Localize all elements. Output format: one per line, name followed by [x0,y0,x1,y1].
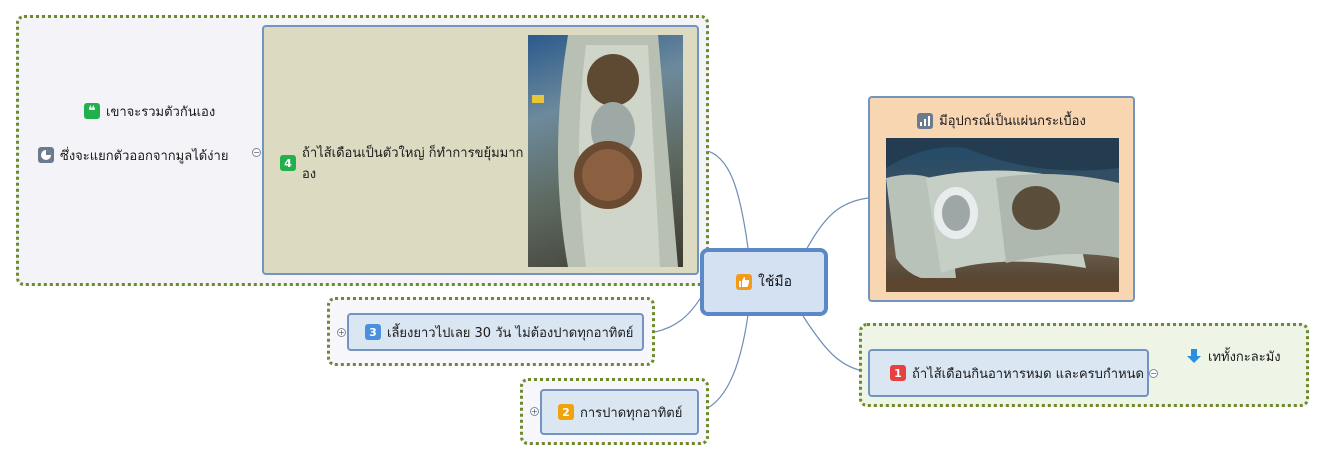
arrow-down-icon [1186,348,1202,364]
bar-chart-icon [917,112,934,129]
branch2-number-badge: 2 [558,404,574,420]
central-label: ใช้มือ [758,274,792,290]
branch1-label: ถ้าไส้เดือนกินอาหารหมด และครบกำหนด [912,366,1144,382]
thumbs-up-icon [736,274,752,290]
central-node[interactable]: ใช้มือ [700,248,828,316]
branch1-child-label: เททั้งกะละมัง [1208,349,1281,365]
pie-chart-icon [38,147,54,163]
branch1-number-badge: 1 [890,365,906,381]
branch4-node[interactable]: 4 ถ้าไส้เดือนเป็นตัวใหญ่ ก็ทำการขยุ้มมาก… [262,25,699,275]
branch4-child-1[interactable]: ❝ เขาจะรวมตัวกันเอง [84,98,254,124]
branch2-label: การปาดทุกอาทิตย์ [580,405,683,421]
worm-pile-photo [528,35,683,267]
branch4-child-2[interactable]: ซึ่งจะแยกตัวออกจากมูลได้ง่าย [38,142,250,168]
branch4-child-2-label: ซึ่งจะแยกตัวออกจากมูลได้ง่าย [60,148,229,164]
branch3-node[interactable]: 3 เลี้ยงยาวไปเลย 30 วัน ไม่ต้องปาดทุกอาท… [347,313,644,351]
tile-note-node[interactable]: มีอุปกรณ์เป็นแผ่นกระเบื้อง [868,96,1135,302]
branch2-expand-toggle[interactable]: + [530,407,539,416]
branch4-collapse-toggle[interactable]: − [252,148,261,157]
branch4-label: ถ้าไส้เดือนเป็นตัวใหญ่ ก็ทำการขยุ้มมากอง [302,146,524,182]
branch2-node[interactable]: 2 การปาดทุกอาทิตย์ [540,389,699,435]
branch3-expand-toggle[interactable]: + [337,328,346,337]
branch1-collapse-toggle[interactable]: − [1149,369,1158,378]
branch1-node[interactable]: 1 ถ้าไส้เดือนกินอาหารหมด และครบกำหนด [868,349,1149,397]
quote-icon: ❝ [84,103,100,119]
roof-tile-photo [886,138,1119,292]
line-center-branch4 [703,149,749,249]
branch4-title: 4 ถ้าไส้เดือนเป็นตัวใหญ่ ก็ทำการขยุ้มมาก… [280,142,530,184]
branch4-child-1-label: เขาจะรวมตัวกันเอง [106,104,216,120]
line-center-note [804,197,869,253]
branch3-number-badge: 3 [365,324,381,340]
branch4-number-badge: 4 [280,155,296,171]
tile-note-label: มีอุปกรณ์เป็นแผ่นกระเบื้อง [939,114,1086,129]
branch1-child[interactable]: เททั้งกะละมัง [1186,343,1306,369]
branch3-label: เลี้ยงยาวไปเลย 30 วัน ไม่ต้องปาดทุกอาทิต… [387,325,634,341]
tile-note-title: มีอุปกรณ์เป็นแผ่นกระเบื้อง [870,110,1133,131]
